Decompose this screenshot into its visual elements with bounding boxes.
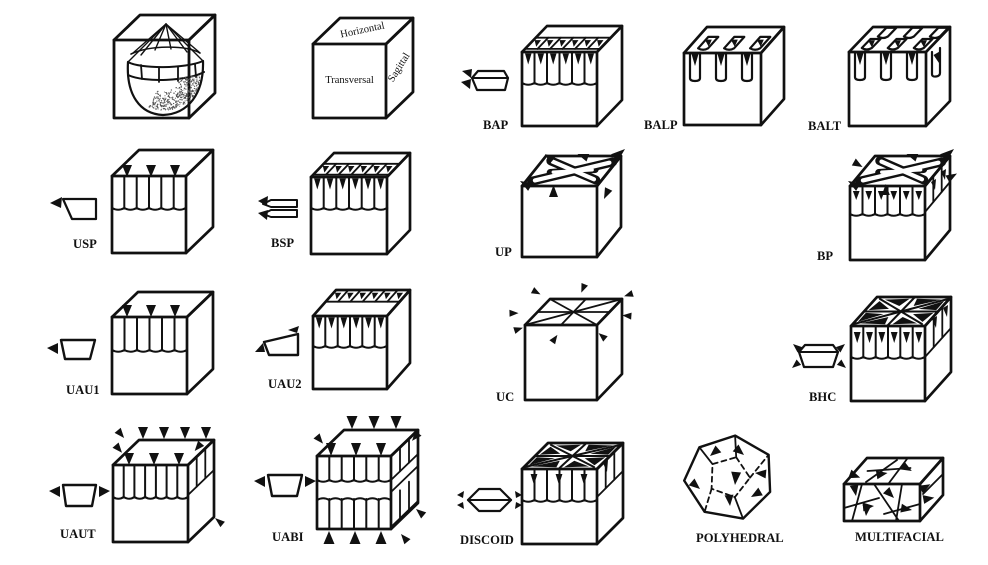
svg-text:MULTIFACIAL: MULTIFACIAL <box>855 530 944 544</box>
svg-text:BSP: BSP <box>271 236 294 250</box>
svg-text:BHC: BHC <box>809 390 836 404</box>
svg-text:DISCOID: DISCOID <box>460 533 514 547</box>
svg-text:UAU2: UAU2 <box>268 377 302 391</box>
svg-text:BAP: BAP <box>483 118 508 132</box>
svg-text:BALP: BALP <box>644 118 678 132</box>
svg-text:BP: BP <box>817 249 833 263</box>
svg-text:USP: USP <box>73 237 97 251</box>
svg-text:Sagittal: Sagittal <box>386 51 412 84</box>
svg-text:POLYHEDRAL: POLYHEDRAL <box>696 531 784 545</box>
svg-text:UAU1: UAU1 <box>66 383 100 397</box>
svg-text:UC: UC <box>496 390 514 404</box>
svg-text:Transversal: Transversal <box>325 75 374 86</box>
svg-text:UP: UP <box>495 245 512 259</box>
svg-text:Horizontal: Horizontal <box>339 20 385 40</box>
svg-text:BALT: BALT <box>808 119 842 133</box>
svg-text:UAUT: UAUT <box>60 527 96 541</box>
svg-text:UABI: UABI <box>272 530 304 544</box>
